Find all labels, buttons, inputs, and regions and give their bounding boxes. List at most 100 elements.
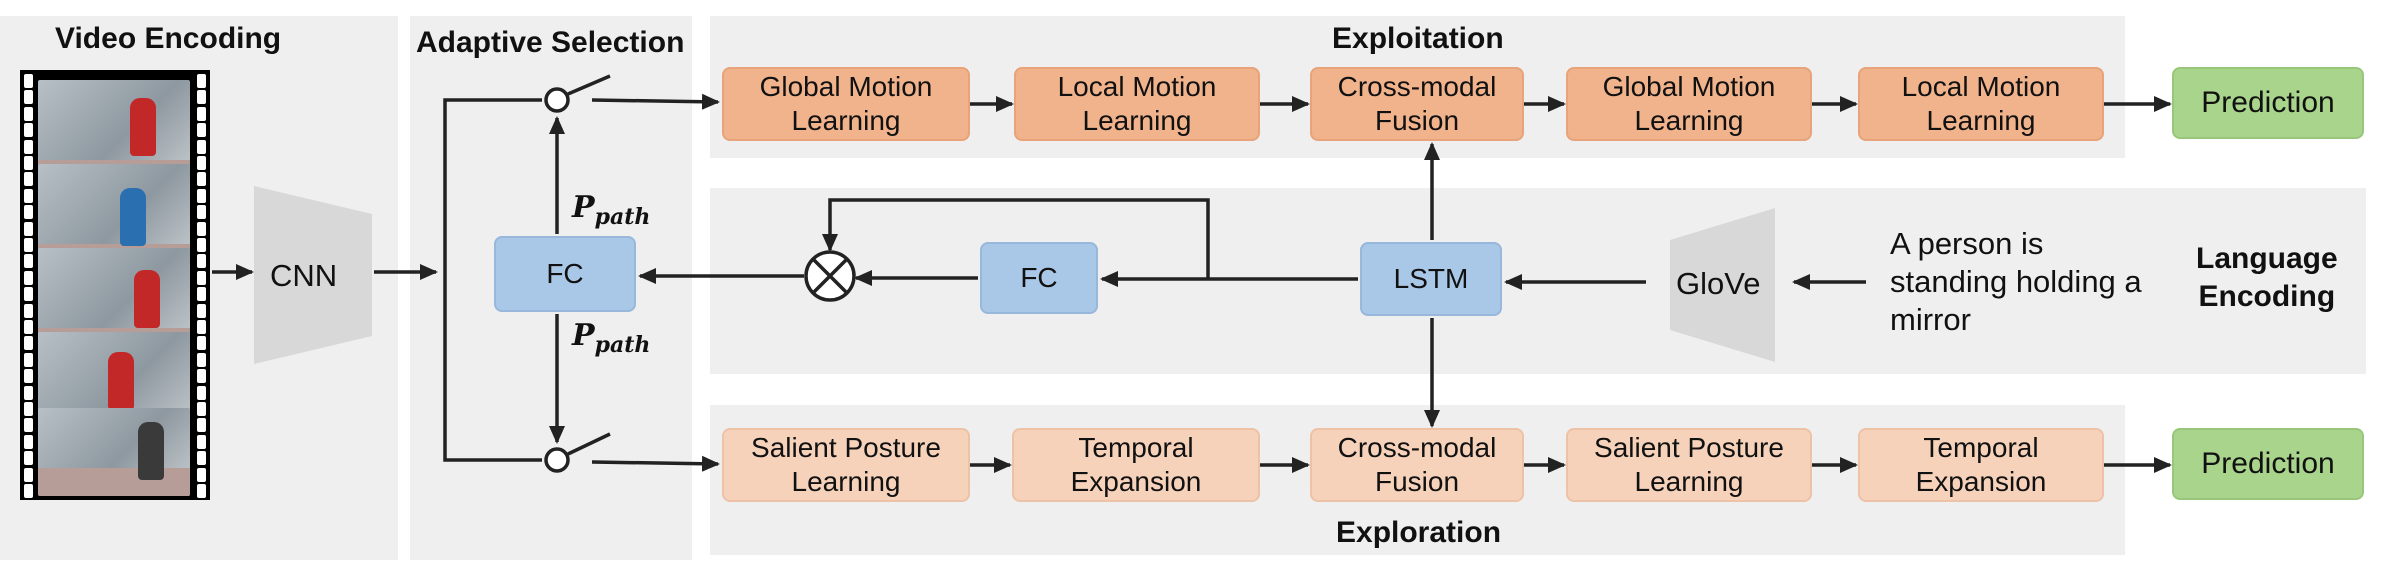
video-frame — [38, 408, 190, 496]
film-sprocket-hole — [24, 418, 33, 433]
switch-top-contact — [544, 87, 570, 113]
film-sprocket-hole — [24, 123, 33, 138]
film-sprocket-hole — [197, 221, 206, 236]
film-sprocket-hole — [197, 320, 206, 334]
film-sprocket-hole — [197, 188, 206, 203]
film-sprocket-hole — [197, 352, 206, 367]
cnn-label: CNN — [270, 258, 338, 293]
film-sprocket-hole — [197, 385, 206, 400]
block-label-line1: Temporal — [1923, 432, 2039, 463]
video-encoding-title: Video Encoding — [55, 22, 282, 55]
switch-bottom-contact — [544, 447, 570, 473]
switch-bottom-lever — [567, 432, 611, 456]
film-sprocket-hole — [197, 270, 206, 285]
block-label-line1: Cross-modal — [1337, 71, 1497, 102]
film-sprocket-hole — [197, 172, 206, 187]
adaptive-selection-title: Adaptive Selection — [416, 26, 685, 59]
film-sprocket-hole — [24, 238, 33, 252]
film-sprocket-hole — [197, 287, 206, 302]
language-encoding-title-line2: Encoding — [2198, 280, 2336, 313]
film-sprocket-hole — [197, 484, 206, 498]
film-sprocket-hole — [24, 287, 33, 302]
sentence-line: A person is — [1890, 226, 2044, 261]
film-sprocket-hole — [197, 402, 206, 416]
block-label-line2: Fusion — [1374, 105, 1460, 136]
p-path-main: P — [572, 318, 595, 353]
block-label-line1: Cross-modal — [1337, 432, 1497, 463]
film-sprocket-hole — [24, 221, 33, 236]
p-path-label-bottom: Ppath — [572, 318, 650, 358]
film-sprocket-hole — [197, 123, 206, 138]
film-sprocket-hole — [197, 238, 206, 252]
film-sprocket-hole — [197, 156, 206, 170]
film-sprocket-hole — [24, 270, 33, 285]
sentence-line: standing holding a — [1890, 264, 2142, 299]
film-sprocket-hole — [197, 369, 206, 384]
film-sprocket-hole — [24, 205, 33, 220]
skip-connection — [822, 198, 1210, 279]
exploration-title: Exploration — [1336, 516, 1502, 549]
film-sprocket-hole — [197, 139, 206, 154]
sentence-line: mirror — [1890, 302, 1971, 337]
p-path-sub: path — [594, 332, 651, 358]
film-sprocket-hole — [24, 156, 33, 170]
film-sprocket-hole — [24, 369, 33, 384]
film-sprocket-hole — [24, 320, 33, 334]
film-sprocket-hole — [24, 139, 33, 154]
film-sprocket-hole — [24, 467, 33, 482]
film-sprocket-hole — [24, 402, 33, 416]
exploitation-title: Exploitation — [1332, 22, 1504, 55]
fc-mid-block: FC — [980, 242, 1098, 314]
film-sprocket-hole — [24, 172, 33, 187]
selection-bracket — [443, 98, 542, 462]
p-path-label-top: Ppath — [572, 190, 650, 230]
film-sprocket-hole — [197, 336, 206, 351]
block-label-line1: Salient Posture — [751, 432, 941, 463]
film-sprocket-hole — [24, 188, 33, 203]
lstm-block: LSTM — [1360, 242, 1502, 316]
block-label-line1: Salient Posture — [1594, 432, 1784, 463]
film-sprocket-hole — [24, 484, 33, 498]
p-path-main: P — [572, 190, 595, 225]
film-sprocket-hole — [197, 418, 206, 433]
block-label-line2: Learning — [1634, 105, 1744, 136]
prediction-bottom-block: Prediction — [2172, 428, 2364, 500]
glove-label: GloVe — [1676, 266, 1761, 301]
block-label-line1: Local Motion — [1901, 71, 2061, 102]
film-sprocket-hole — [24, 74, 33, 88]
switch-top-lever — [567, 74, 611, 96]
film-sprocket-hole — [24, 434, 33, 449]
prediction-top-block: Prediction — [2172, 67, 2364, 139]
film-sprocket-hole — [197, 205, 206, 220]
block-label-line2: Expansion — [1070, 466, 1202, 497]
block-label-line2: Fusion — [1374, 466, 1460, 497]
block-label-line2: Learning — [1926, 105, 2036, 136]
block-label-line1: Local Motion — [1057, 71, 1217, 102]
arrow-bottom-switch-to-exploration — [591, 455, 720, 472]
block-label-line2: Expansion — [1915, 466, 2047, 497]
film-sprocket-hole — [24, 254, 33, 269]
film-sprocket-hole — [24, 90, 33, 105]
fc-left-block: FC — [494, 236, 636, 312]
language-encoding-title-line1: Language — [2196, 242, 2338, 275]
input-sentence: A person is standing holding a mirror — [1890, 225, 2142, 339]
film-sprocket-hole — [197, 90, 206, 105]
film-sprocket-hole — [24, 451, 33, 466]
film-sprocket-hole — [197, 74, 206, 88]
cnn-trapezoid — [254, 186, 372, 364]
block-label-line2: Learning — [1082, 105, 1192, 136]
language-encoding-title: Language Encoding — [2196, 240, 2338, 316]
film-sprocket-hole — [197, 434, 206, 449]
film-sprocket-hole — [197, 106, 206, 121]
block-label-line1: Temporal — [1078, 432, 1194, 463]
film-sprocket-hole — [197, 303, 206, 318]
block-label-line2: Learning — [791, 466, 901, 497]
